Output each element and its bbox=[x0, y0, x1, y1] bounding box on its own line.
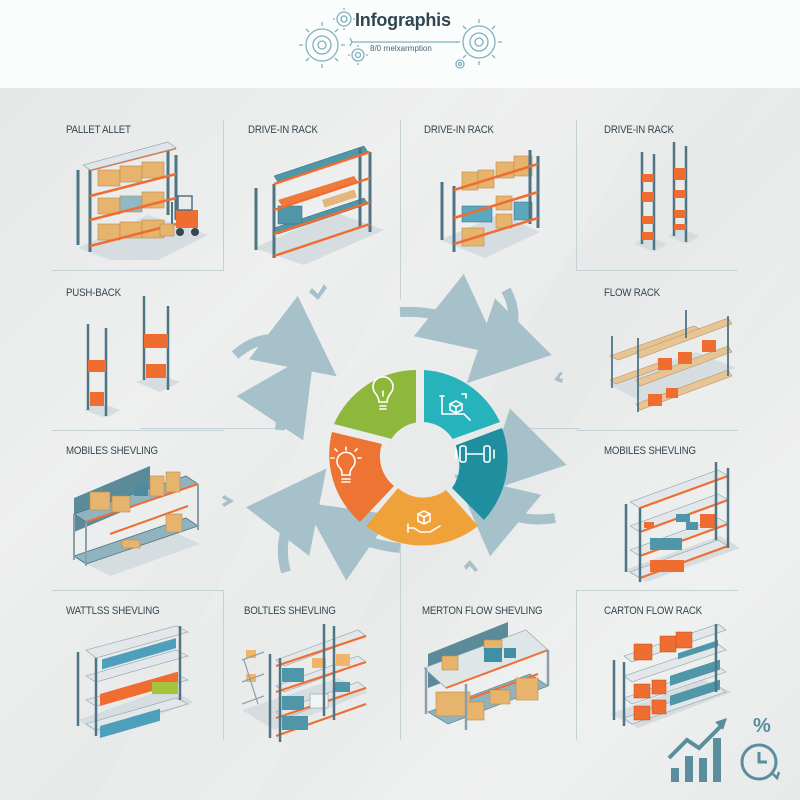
divider bbox=[52, 430, 224, 431]
merton-flow-shelving-illustration bbox=[423, 622, 550, 730]
drive-in-rack-illustration bbox=[440, 150, 540, 258]
divider bbox=[223, 120, 224, 270]
arrow-icon bbox=[236, 351, 315, 441]
segment-orange-dark bbox=[329, 432, 394, 522]
divider bbox=[52, 590, 224, 591]
growth-chart-icon bbox=[667, 718, 727, 782]
percent-symbol: % bbox=[753, 715, 771, 737]
forklift-icon bbox=[159, 195, 199, 237]
panel-label: FLOW RACK bbox=[604, 287, 660, 299]
divider bbox=[223, 590, 224, 740]
gear-icon bbox=[299, 22, 345, 68]
carton-flow-rack-illustration bbox=[610, 623, 732, 728]
panel-pallet-rack: PALLET ALLET bbox=[0, 100, 223, 270]
panel-drive-in-rack: DRIVE-IN RACK bbox=[400, 100, 576, 270]
box-scanner-icon bbox=[439, 393, 471, 421]
arrow-icon bbox=[231, 295, 337, 377]
arrow-icon bbox=[481, 408, 567, 494]
panel-label: MERTON FLOW SHEVLING bbox=[422, 605, 543, 617]
idea-lightbulb-icon bbox=[330, 446, 362, 483]
panel-label: DRIVE-IN RACK bbox=[424, 124, 494, 136]
panel-label: PUSH-BACK bbox=[66, 287, 121, 299]
panel-label: MOBILES SHEVLING bbox=[66, 445, 158, 457]
panel-drive-in-rack: DRIVE-IN RACK bbox=[224, 100, 400, 270]
divider bbox=[576, 590, 738, 591]
hand-box-icon bbox=[407, 510, 441, 533]
gears-decoration bbox=[299, 8, 502, 69]
page-subtitle: 8/0 rnelxarmption bbox=[370, 44, 432, 53]
divider bbox=[576, 270, 738, 271]
panel-push-back: PUSH-BACK bbox=[0, 270, 223, 430]
panel-mobile-shelving: MOBILES SHEVLING bbox=[0, 430, 223, 590]
gear-icon bbox=[333, 8, 355, 30]
divider bbox=[576, 430, 738, 431]
gear-icon bbox=[455, 59, 465, 69]
arrow-icon bbox=[399, 273, 502, 355]
panel-merton-flow-shelving: MERTON FLOW SHEVLING bbox=[400, 590, 576, 800]
clock-icon bbox=[740, 743, 781, 781]
panel-label: PALLET ALLET bbox=[66, 124, 131, 136]
panel-label: WATTLSS SHEVLING bbox=[66, 605, 160, 617]
panel-flow-rack: FLOW RACK bbox=[576, 270, 800, 430]
header: Infographis 8/0 rnelxarmption bbox=[0, 0, 800, 88]
gear-icon bbox=[348, 45, 368, 65]
segment-green bbox=[334, 370, 416, 440]
divider bbox=[576, 590, 577, 740]
process-cycle-donut bbox=[329, 370, 508, 546]
divider bbox=[140, 428, 300, 429]
panel-boltles-shelving: BOLTLES SHEVLING bbox=[224, 590, 400, 800]
mobile-shelving-illustration bbox=[73, 466, 200, 576]
wattlss-shelving-illustration bbox=[76, 625, 194, 738]
arrow-icon bbox=[245, 468, 327, 574]
boltles-shelving-illustration bbox=[241, 624, 368, 742]
chevron-icon bbox=[222, 495, 234, 507]
push-back-rack-illustration bbox=[84, 296, 180, 417]
growth-and-time-icon: % bbox=[667, 715, 781, 782]
dumbbell-icon bbox=[455, 445, 495, 463]
mobile-shelving-illustration bbox=[624, 462, 740, 582]
divider bbox=[400, 540, 401, 740]
panel-carton-flow-rack: CARTON FLOW RACK bbox=[576, 590, 800, 800]
arrow-icon bbox=[466, 287, 552, 384]
panel-wattlss-shelving: WATTLSS SHEVLING bbox=[0, 590, 223, 800]
arrow-icon bbox=[303, 502, 401, 581]
chevron-icon bbox=[309, 284, 327, 300]
panel-label: DRIVE-IN RACK bbox=[604, 124, 674, 136]
drive-in-rack-illustration bbox=[254, 145, 384, 265]
divider bbox=[400, 120, 401, 300]
divider bbox=[576, 120, 577, 270]
panel-label: BOLTLES SHEVLING bbox=[244, 605, 336, 617]
page-title: Infographis bbox=[355, 10, 451, 30]
flow-rack-illustration bbox=[608, 310, 736, 412]
chevron-icon bbox=[464, 560, 478, 572]
panel-mobile-shelving: MOBILES SHEVLING bbox=[576, 430, 800, 590]
divider bbox=[52, 270, 224, 271]
panel-drive-in-rack: DRIVE-IN RACK bbox=[576, 100, 800, 270]
chevron-icon bbox=[554, 372, 563, 383]
panel-label: CARTON FLOW RACK bbox=[604, 605, 702, 617]
lightbulb-icon bbox=[372, 376, 394, 410]
panel-label: MOBILES SHEVLING bbox=[604, 445, 696, 457]
panel-label: DRIVE-IN RACK bbox=[248, 124, 318, 136]
pallet-rack-illustration bbox=[76, 141, 208, 260]
drive-in-rack-illustration bbox=[634, 142, 700, 252]
